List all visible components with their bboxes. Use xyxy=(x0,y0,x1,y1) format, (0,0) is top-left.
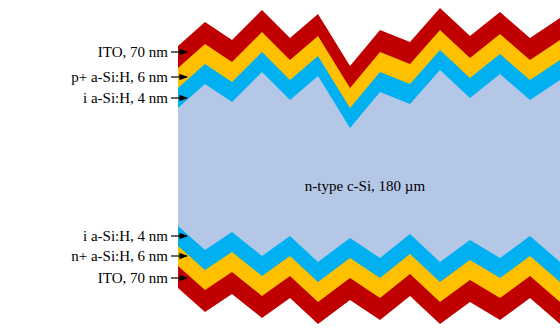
layer-label: ITO, 70 nm xyxy=(98,269,168,287)
layer-label: p+ a-Si:H, 6 nm xyxy=(71,68,168,86)
leader-arrow xyxy=(171,76,187,77)
p-doped-layer xyxy=(178,30,560,175)
n-doped-layer xyxy=(178,170,560,302)
leader-arrow xyxy=(171,97,187,98)
layer-label: i a-Si:H, 4 nm xyxy=(83,227,168,245)
intrinsic-layer xyxy=(178,170,560,282)
ito-layer xyxy=(178,170,560,324)
leader-arrow xyxy=(171,255,187,256)
leader-arrow xyxy=(171,277,187,278)
ito-layer xyxy=(178,8,560,175)
wafer-label: n-type c-Si, 180 µm xyxy=(305,177,425,195)
layer-label: i a-Si:H, 4 nm xyxy=(83,89,168,107)
silicon-wafer xyxy=(178,70,560,175)
layer-label: ITO, 70 nm xyxy=(98,43,168,61)
layer-label: n+ a-Si:H, 6 nm xyxy=(71,247,168,265)
leader-arrow xyxy=(171,51,187,52)
leader-arrow xyxy=(171,235,187,236)
silicon-wafer xyxy=(178,170,560,262)
intrinsic-layer xyxy=(178,50,560,175)
